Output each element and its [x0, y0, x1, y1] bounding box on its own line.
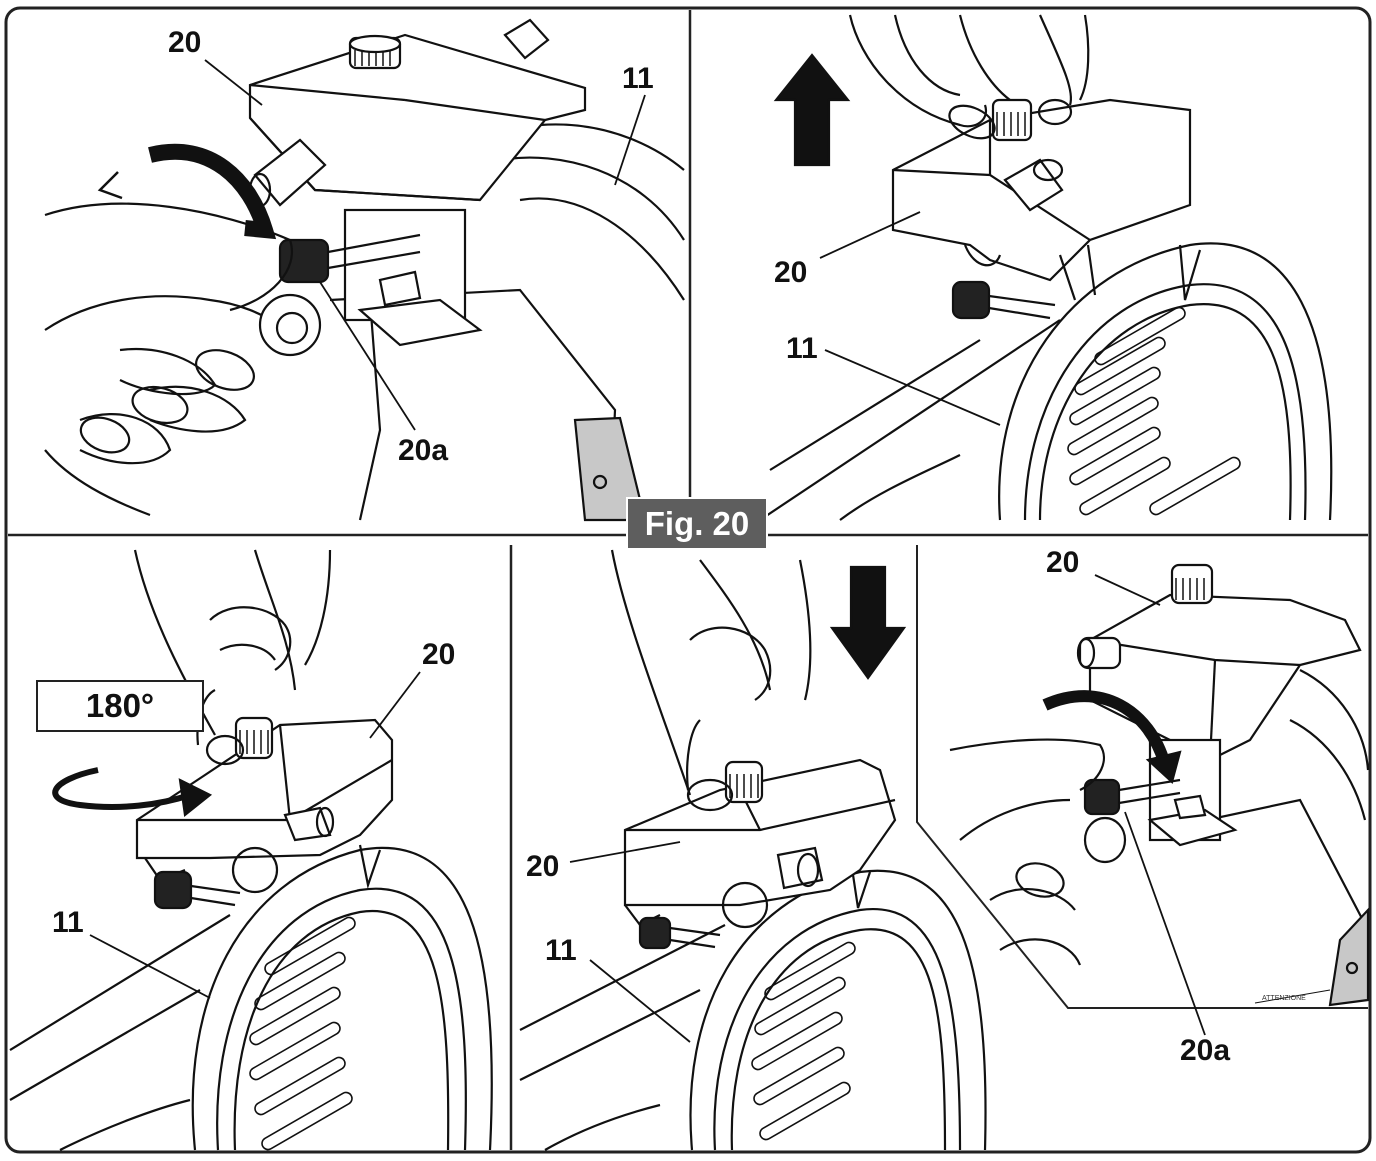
blade-icon	[191, 844, 493, 1153]
blade-icon	[689, 867, 987, 1151]
blade-icon	[499, 156, 685, 241]
label-11-p4: 11	[545, 934, 577, 967]
panel-1	[44, 18, 685, 522]
hand-icon	[610, 549, 812, 812]
rotate-arrow-icon	[52, 767, 191, 810]
panel-2	[759, 14, 1333, 521]
label-20-p5: 20	[1046, 546, 1079, 579]
rotation-label: 180°	[36, 680, 204, 732]
label-20-p2: 20	[774, 256, 807, 289]
hand-icon	[949, 738, 1127, 966]
hand-icon	[44, 202, 322, 517]
hand-icon	[848, 14, 1090, 140]
label-11-p2: 11	[786, 332, 818, 365]
sharpener-icon	[248, 18, 587, 347]
label-20-p3: 20	[422, 638, 455, 671]
label-20a-p1: 20a	[398, 434, 448, 467]
divider-bottom-right	[916, 545, 1368, 1009]
label-20-p1: 20	[168, 26, 201, 59]
arrow-up-icon	[773, 53, 851, 167]
panel-4	[519, 549, 987, 1151]
arrow-down-icon	[829, 565, 907, 680]
label-11-p3: 11	[52, 906, 84, 939]
figure-label: Fig. 20	[626, 497, 768, 550]
hand-icon	[133, 549, 332, 766]
sticker-text: ATTENZIONE	[1262, 995, 1306, 1002]
rotate-arrow-icon	[148, 143, 277, 240]
label-20a-p5: 20a	[1180, 1034, 1230, 1067]
sharpener-icon	[891, 98, 1192, 301]
sharpener-icon	[135, 718, 394, 894]
panel-3	[9, 549, 493, 1153]
sharpener-icon	[1076, 593, 1362, 847]
label-20-p4: 20	[526, 850, 559, 883]
blade-icon	[998, 242, 1333, 521]
label-11-p1: 11	[622, 62, 654, 95]
outer-border	[4, 6, 1372, 1154]
rotate-arrow-icon	[1042, 690, 1171, 767]
panel-5: ATTENZIONE	[949, 563, 1370, 1036]
